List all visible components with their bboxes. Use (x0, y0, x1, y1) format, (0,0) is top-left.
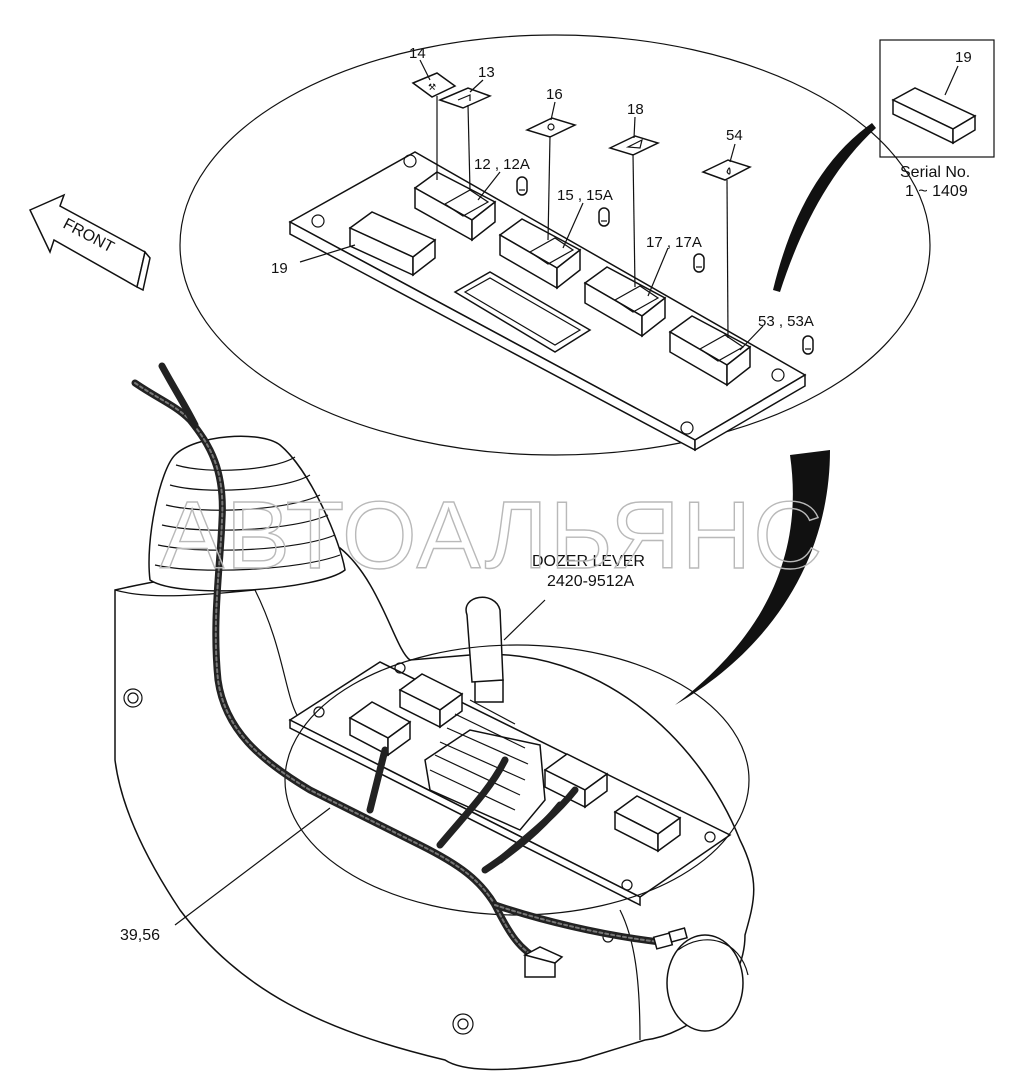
symbol-plate-54 (701, 159, 752, 181)
part-label-19-inset: 19 (955, 49, 972, 66)
symbol-plate-16 (524, 117, 578, 138)
part-label-12: 12 , 12A (474, 156, 530, 173)
part-label-17: 17 , 17A (646, 234, 702, 251)
console-switch-1 (348, 701, 412, 757)
front-direction-arrow: FRONT (28, 193, 151, 292)
bulb-53a (802, 335, 814, 355)
rocker-switch-17 (583, 266, 667, 338)
serial-title: Serial No. (900, 164, 970, 181)
dozer-lever-title: DOZER LEVER (532, 553, 645, 570)
control-console-body (114, 546, 755, 1071)
part-label-19-panel: 19 (271, 260, 288, 277)
rear-bellows-boot (148, 435, 346, 592)
rocker-switch-53 (668, 315, 752, 387)
symbol-plate-18 (607, 135, 661, 156)
panel-display-window (453, 271, 592, 353)
console-switch-2 (398, 673, 464, 729)
wire-harness-39-56 (131, 362, 688, 978)
serial-inset-box (879, 39, 995, 158)
callout-arrow-lower (675, 450, 830, 705)
watermark: АВТОАЛЬЯНС (160, 482, 824, 589)
dozer-lever (424, 596, 546, 831)
symbol-plate-14: ⚒ (411, 72, 457, 98)
serial-range: 1 ~ 1409 (905, 183, 968, 200)
part-label-53: 53 , 53A (758, 313, 814, 330)
part-label-14: 14 (409, 45, 426, 62)
console-switch-3 (543, 753, 609, 809)
part-label-18: 18 (627, 101, 644, 118)
console-side-tube (666, 934, 749, 1032)
part-label-54: 54 (726, 127, 743, 144)
svg-text:⚒: ⚒ (428, 82, 436, 92)
part-label-harness: 39,56 (120, 927, 160, 944)
rocker-switch-15 (498, 218, 582, 290)
part-label-16: 16 (546, 86, 563, 103)
switch-panel-plate (288, 151, 807, 452)
console-switch-4 (613, 795, 682, 853)
detail-ellipse-switch-panel: ⚒ (179, 34, 931, 456)
bulb-12a (516, 176, 528, 196)
callout-arrow-upper (773, 123, 876, 292)
part-label-15: 15 , 15A (557, 187, 613, 204)
symbol-plate-13 (437, 87, 493, 109)
dozer-lever-part: 2420-9512A (547, 573, 635, 590)
part-label-13: 13 (478, 64, 495, 81)
rocker-switch-19 (348, 211, 437, 277)
rocker-switch-12 (413, 171, 497, 242)
bulb-17a (693, 253, 705, 273)
bulb-15a (598, 207, 610, 227)
